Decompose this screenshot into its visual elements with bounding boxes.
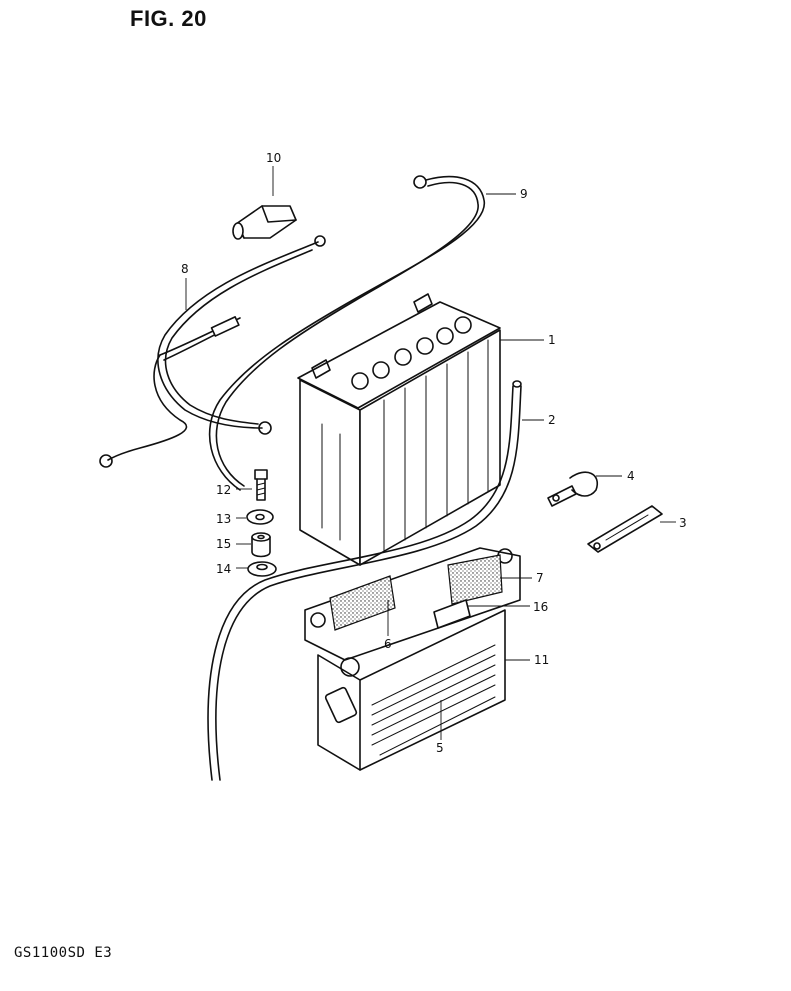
callout-16: 16 (533, 600, 548, 614)
terminal-cap-10 (232, 205, 297, 240)
callout-9: 9 (520, 187, 528, 201)
callout-7: 7 (536, 571, 544, 585)
battery-cable-8 (99, 235, 326, 468)
clamp-4 (547, 471, 599, 507)
battery-cable-9 (208, 175, 485, 491)
callout-15: 15 (216, 537, 231, 551)
battery-1 (297, 293, 501, 566)
callout-14: 14 (216, 562, 231, 576)
callout-10: 10 (266, 151, 281, 165)
model-code: GS1100SD E3 (14, 945, 113, 961)
band-3 (587, 505, 663, 553)
callout-labels: 10 9 8 1 2 4 3 12 13 15 14 7 16 6 11 5 (181, 151, 687, 755)
cushion-pad-7 (329, 554, 503, 631)
callout-4: 4 (627, 469, 635, 483)
callout-3: 3 (679, 516, 687, 530)
figure-title: FIG. 20 (130, 6, 207, 31)
callout-8: 8 (181, 262, 189, 276)
callout-6: 6 (384, 637, 392, 651)
callout-11: 11 (534, 653, 549, 667)
cushion-14 (247, 561, 277, 577)
callout-2: 2 (548, 413, 556, 427)
leader-lines (185, 166, 676, 740)
cushion-16 (433, 599, 471, 629)
spacer-15 (251, 532, 271, 558)
callout-1: 1 (548, 333, 556, 347)
callout-5: 5 (436, 741, 444, 755)
washer-13 (246, 509, 274, 525)
callout-13: 13 (216, 512, 231, 526)
bolt-12 (254, 469, 268, 501)
callout-12: 12 (216, 483, 231, 497)
breather-tube-2 (207, 380, 522, 781)
